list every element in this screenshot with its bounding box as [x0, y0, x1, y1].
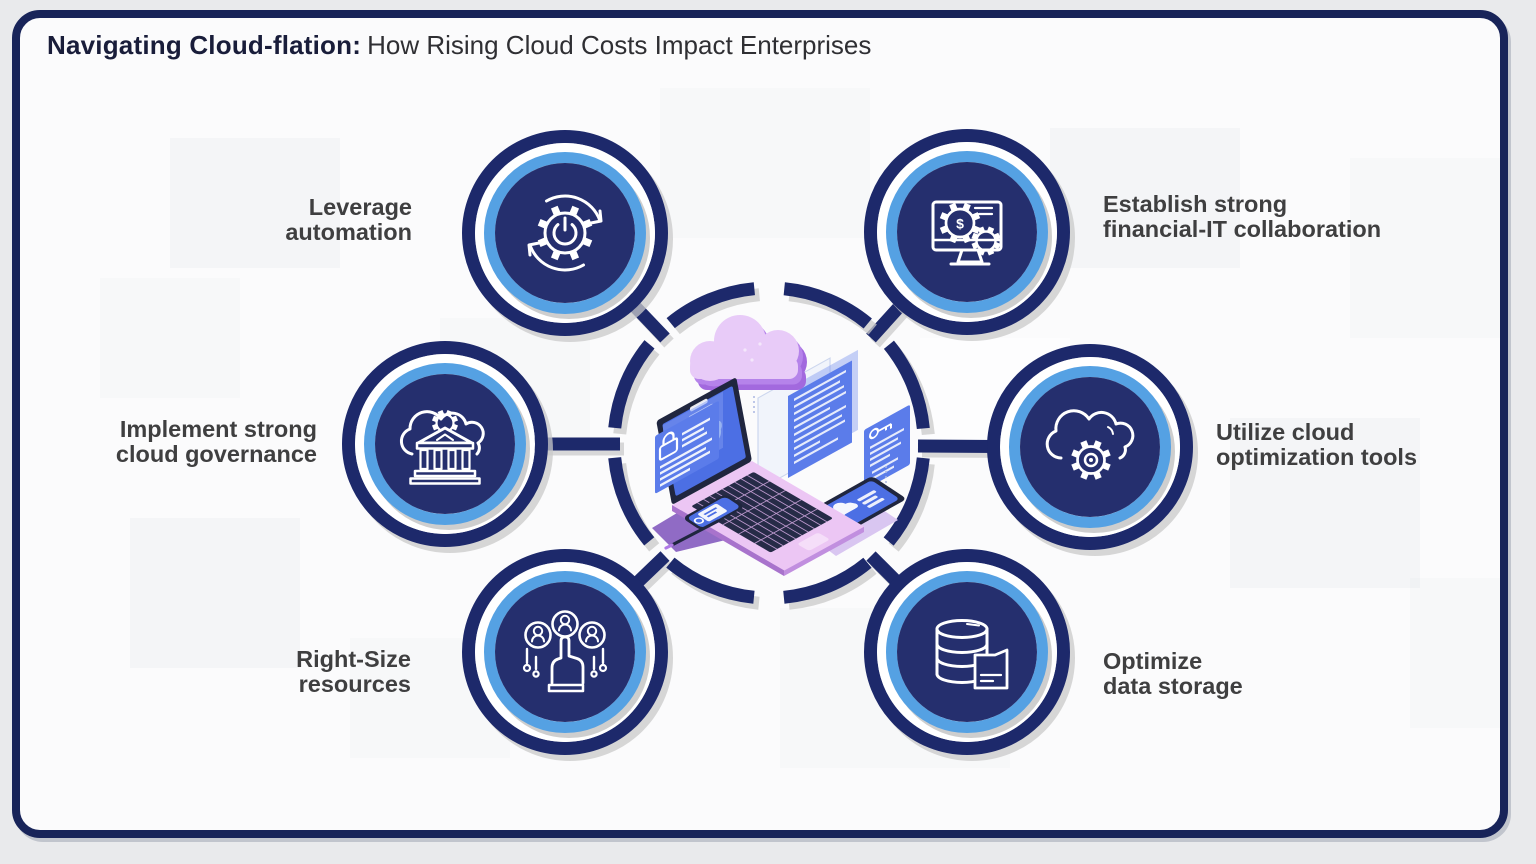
monitor-gears-dollar-icon: $: [931, 200, 1003, 266]
key-panel: [864, 405, 910, 490]
node-leverage-automation: [462, 130, 673, 342]
node-label-implement-cloud-governance: Implement strong cloud governance: [115, 416, 317, 467]
node-disc: [495, 163, 635, 303]
cloud-gear-optimization-icon: [1045, 409, 1135, 480]
background-tile: [170, 138, 340, 268]
node-label-optimize-data-storage: Optimize data storage: [1103, 648, 1243, 699]
cloud-3d: [690, 315, 807, 392]
node-outer-ring: [462, 130, 668, 336]
node-implement-cloud-governance: [342, 341, 553, 553]
laptop-deck: [672, 461, 865, 571]
node-label-establish-financial-it: Establish strong financial-IT collaborat…: [1103, 191, 1382, 242]
database-document-icon: [935, 619, 1009, 690]
card-frame: [12, 10, 1508, 838]
pen: [670, 519, 720, 547]
node-blue-ring: [484, 152, 646, 314]
background-tile: [1050, 128, 1240, 268]
hand-select-users-icon: [522, 610, 608, 693]
center-illustration: [652, 315, 910, 576]
node-optimize-data-storage: [864, 549, 1075, 761]
node-label-utilize-cloud-optimization: Utilize cloud optimization tools: [1216, 419, 1418, 470]
title-bold: Navigating Cloud-flation:: [47, 30, 362, 60]
code-panel: [788, 360, 852, 478]
node-right-size-resources: [462, 549, 673, 761]
phone: [684, 495, 743, 530]
title-regular: How Rising Cloud Costs Impact Enterprise…: [367, 30, 872, 60]
node-establish-financial-it: $: [864, 129, 1075, 341]
key-icon: [869, 423, 892, 440]
lock-panel: [655, 401, 719, 494]
automation-cycle-gear-icon: [527, 194, 603, 272]
dollar-glyph: $: [956, 216, 964, 232]
background-tile: [130, 518, 300, 668]
background-tile: [1230, 418, 1420, 588]
cloud-bank-governance-icon: [399, 409, 485, 485]
padlock-icon: [658, 431, 679, 461]
page-title: Navigating Cloud-flation:How Rising Clou…: [47, 30, 871, 60]
node-label-leverage-automation: Leverage automation: [285, 194, 412, 245]
node-utilize-cloud-optimization: [987, 344, 1198, 556]
node-label-right-size-resources: Right-Size resources: [296, 646, 411, 697]
